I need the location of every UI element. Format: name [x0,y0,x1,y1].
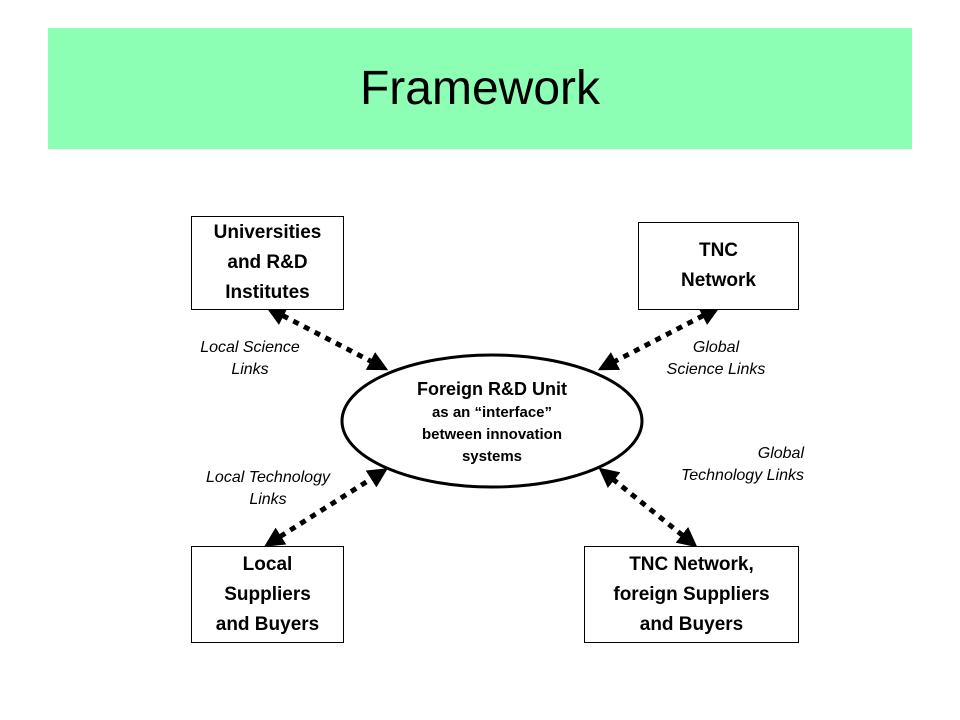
node-tnc-network-label: TNC Network [681,240,756,291]
center-node-title: Foreign R&D Unit [417,379,567,399]
connector-local-science [265,306,389,371]
center-ellipse [340,353,644,489]
label-global-science-links: Global Science Links [666,339,766,378]
label-local-science-links: Local Science Links [200,339,300,378]
node-universities: Universities and R&D Institutes [191,216,344,310]
label-global-technology-links: Global Technology Links [680,445,804,484]
connector-local-technology [264,468,388,547]
connector-global-science [597,306,721,371]
node-tnc-foreign-suppliers-label: TNC Network, foreign Suppliers and Buyer… [613,553,770,635]
center-node-subtitle: as an “interface” between innovation sys… [421,404,562,465]
node-tnc-network: TNC Network [638,222,799,310]
page-title: Framework [359,62,601,115]
node-tnc-foreign-suppliers: TNC Network, foreign Suppliers and Buyer… [584,546,799,643]
node-universities-label: Universities and R&D Institutes [213,222,322,303]
label-local-technology-links: Local Technology Links [206,469,330,508]
center-node-text: Foreign R&D Unit as an “interface” betwe… [360,376,624,468]
node-local-suppliers-label: Local Suppliers and Buyers [215,553,320,635]
title-banner: Framework [48,28,912,149]
node-local-suppliers: Local Suppliers and Buyers [191,546,344,643]
